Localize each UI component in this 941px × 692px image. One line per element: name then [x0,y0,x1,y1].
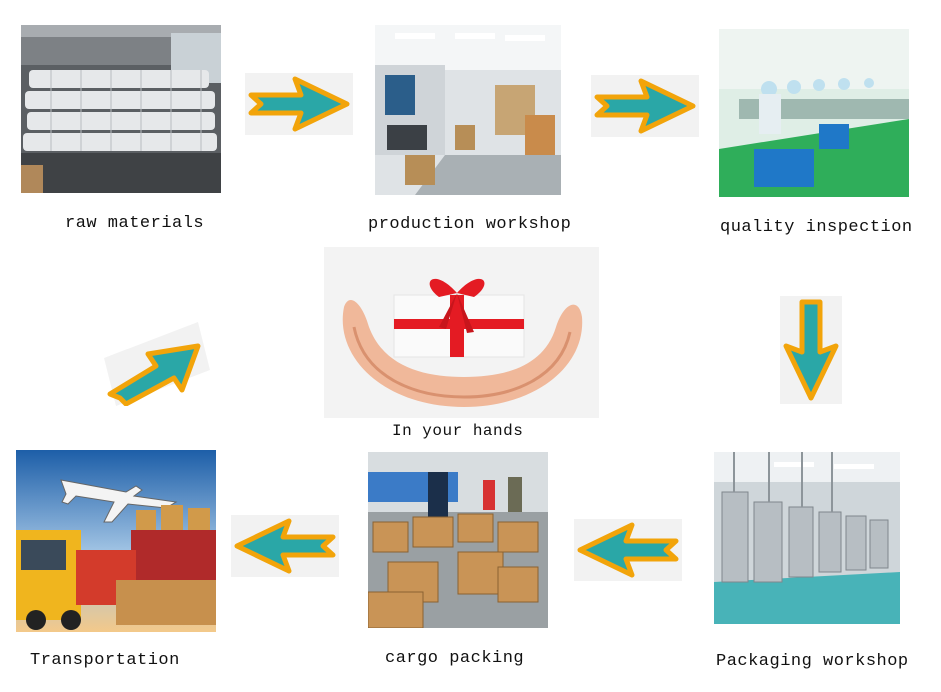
cargo-packing-photo [368,452,548,628]
arrow-left-1 [231,515,339,577]
left-arrow-icon [577,522,679,578]
arrow-right-2 [591,75,699,137]
raw-materials-photo [21,25,221,193]
transportation-label: Transportation [30,651,180,670]
production-workshop-label: production workshop [368,215,572,234]
arrow-up-right [94,318,214,406]
in-your-hands-photo [324,247,599,418]
left-arrow-icon [234,518,336,574]
diagonal-arrow-icon [107,343,201,406]
production-workshop-photo [375,25,561,195]
down-arrow-icon [783,299,839,401]
right-arrow-icon [594,78,696,134]
cargo-packing-label: cargo packing [385,649,525,668]
raw-materials-label: raw materials [65,214,205,233]
in-your-hands-label: In your hands [392,422,524,440]
arrow-right-1 [245,73,353,135]
right-arrow-icon [248,76,350,132]
arrow-left-2 [574,519,682,581]
packaging-workshop-photo [714,452,900,624]
arrow-down [780,296,842,404]
transportation-photo [16,450,216,632]
quality-inspection-label: quality inspection [720,218,913,237]
packaging-workshop-label: Packaging workshop [716,652,909,671]
quality-inspection-photo [719,29,909,197]
